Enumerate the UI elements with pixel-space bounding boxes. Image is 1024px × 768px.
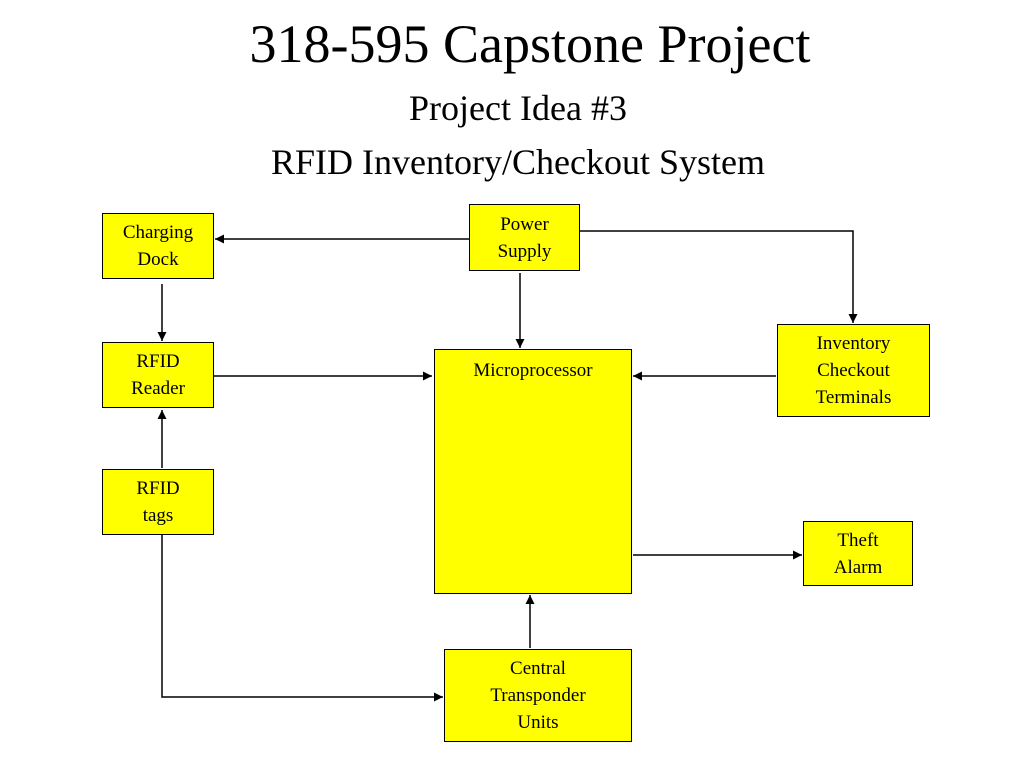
node-label: Checkout: [817, 360, 890, 381]
arrow-rfid-tags-to-transponder-units: [161, 535, 443, 702]
node-label: Alarm: [833, 556, 883, 578]
node-inventory-checkout-terminals: Inventory Checkout Terminals: [777, 324, 930, 417]
node-label: Charging: [122, 222, 194, 243]
node-label: Transponder: [490, 685, 586, 706]
node-label: Microprocessor: [473, 360, 593, 381]
node-label: Inventory: [816, 333, 891, 354]
slide-title: 318-595 Capstone Project: [249, 14, 811, 74]
node-rfid-reader: RFID Reader: [102, 342, 214, 408]
node-label: Theft: [837, 529, 879, 551]
node-label: Reader: [131, 378, 185, 399]
slide-subtitle-system: RFID Inventory/Checkout System: [271, 142, 765, 182]
node-label: Supply: [497, 240, 552, 262]
node-label: Terminals: [815, 387, 892, 408]
arrow-power-supply-to-inventory-terminals: [580, 230, 858, 323]
node-label: Units: [517, 712, 559, 733]
node-central-transponder-units: Central Transponder Units: [444, 649, 632, 742]
node-label: Power: [500, 213, 549, 235]
node-label: Dock: [137, 249, 179, 270]
node-theft-alarm: Theft Alarm: [803, 521, 913, 586]
node-charging-dock: Charging Dock: [102, 213, 214, 279]
slide-subtitle-idea: Project Idea #3: [409, 88, 627, 128]
node-microprocessor: Microprocessor: [434, 349, 632, 594]
node-label: tags: [142, 505, 174, 526]
node-label: RFID: [136, 478, 180, 499]
node-rfid-tags: RFID tags: [102, 469, 214, 535]
node-power-supply: Power Supply: [469, 204, 580, 271]
node-label: RFID: [136, 351, 180, 372]
node-label: Central: [510, 658, 566, 679]
